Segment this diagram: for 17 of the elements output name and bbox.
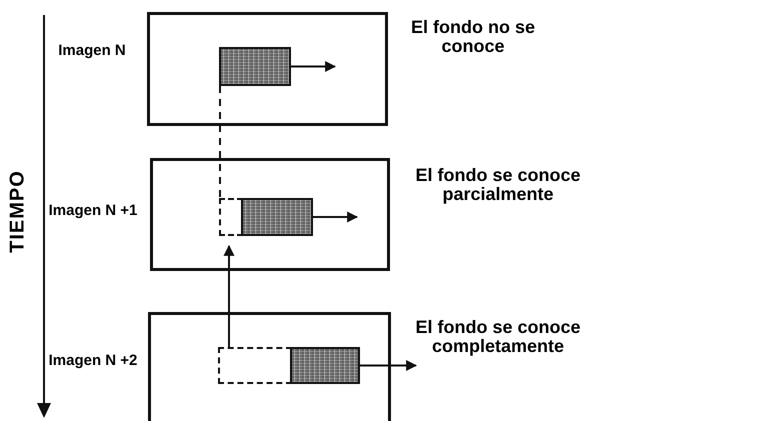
frame-label: Imagen N <box>57 41 127 61</box>
background-status-text: El fondo no se conoce <box>410 18 536 56</box>
frame-label: Imagen N +1 <box>48 201 138 221</box>
arrow <box>224 244 234 347</box>
moving-object-block <box>290 347 360 384</box>
image-frame <box>148 312 391 421</box>
moving-object-block <box>219 47 291 86</box>
arrow <box>313 212 358 222</box>
moving-object-block <box>241 198 313 236</box>
image-frame <box>147 12 388 126</box>
dashed-trace-line <box>219 86 221 198</box>
background-status-text: El fondo se conoce completamente <box>414 318 582 356</box>
frame-label: Imagen N +2 <box>48 351 138 371</box>
arrow <box>291 61 336 72</box>
image-frame <box>150 158 390 271</box>
arrow <box>360 360 418 371</box>
background-status-text: El fondo se conoce parcialmente <box>414 166 582 204</box>
